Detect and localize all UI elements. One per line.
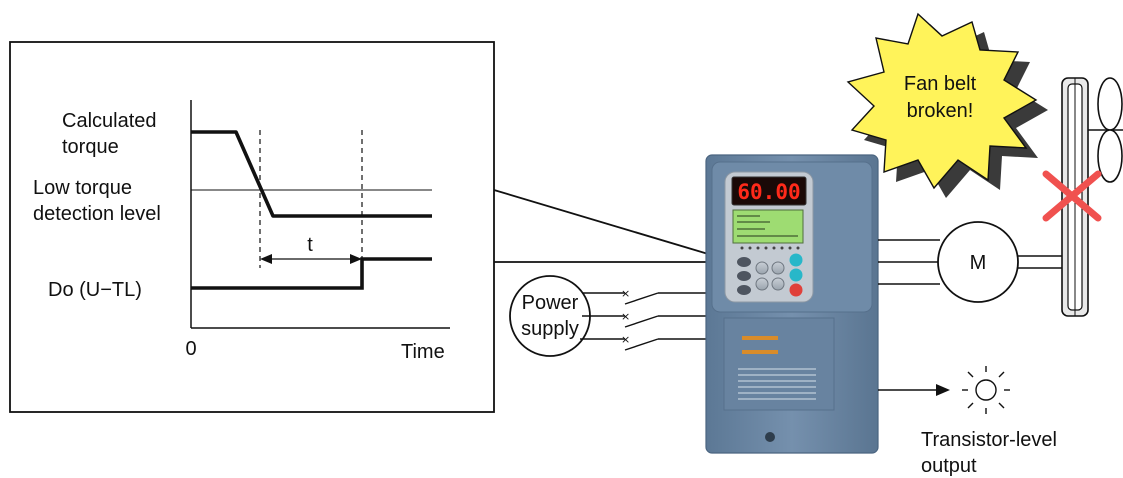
lamp-icon: [962, 366, 1010, 414]
key-down: [755, 277, 769, 291]
svg-text:×: ×: [621, 310, 630, 323]
key-rev: [789, 268, 803, 282]
graph-frame: [9, 41, 495, 413]
graph-connector: [493, 189, 736, 263]
output-label-1: Transistor-level: [921, 429, 1057, 451]
key-up: [755, 261, 769, 275]
power-supply: Power supply × × ×: [509, 275, 706, 357]
connector-line-upper: [493, 189, 736, 263]
motor-group: M: [878, 221, 1068, 303]
alert-line-1: Fan belt: [904, 73, 977, 95]
indicator-leds: [740, 246, 800, 250]
key-reset: [737, 271, 751, 281]
power-supply-circle: [509, 275, 591, 357]
breaker-lines: [580, 292, 706, 351]
motor-label: M: [970, 252, 987, 274]
power-label-1: Power: [522, 292, 579, 314]
calculated-torque-trace: [191, 130, 432, 218]
svg-text:×: ×: [621, 333, 630, 346]
key-shift: [771, 261, 785, 275]
fan-blade-upper: [1097, 77, 1123, 131]
lcd-screen: [732, 209, 804, 244]
motor-circle: [937, 221, 1019, 303]
front-panel-warning-2: [742, 350, 778, 354]
broken-cross-icon: [1042, 170, 1102, 222]
fan-assembly: [1042, 77, 1123, 317]
keypad-keys: [737, 253, 803, 297]
do-signal-trace: [191, 257, 432, 290]
output-arrow-head: [936, 384, 950, 396]
front-panel-warning-1: [742, 336, 778, 340]
output-label-2: output: [921, 455, 977, 477]
t-arrow-head-right: [350, 254, 362, 264]
front-panel-text-lines: [738, 368, 816, 400]
led-display: [731, 176, 807, 206]
label-low-torque-1: Low torque: [33, 177, 132, 199]
inverter-unit: 60.00: [705, 154, 879, 454]
timing-graph-panel: Calculated torque Low torque detection l…: [9, 41, 495, 413]
key-data: [771, 277, 785, 291]
fan-blade-lower: [1097, 129, 1123, 183]
alert-burst-shape: [846, 12, 1038, 190]
motor-lines: [878, 239, 940, 285]
key-fwd: [789, 253, 803, 267]
inverter-screw-hole: [765, 432, 775, 442]
label-time: Time: [401, 341, 445, 363]
label-do-signal: Do (U−TL): [48, 279, 142, 301]
inverter-front-panel: [723, 317, 835, 411]
lcd-content: [737, 215, 798, 237]
t-arrow-head-left: [260, 254, 272, 264]
led-display-value: 60.00: [737, 180, 800, 204]
key-stop: [789, 283, 803, 297]
svg-text:×: ×: [621, 287, 630, 300]
alert-line-2: broken!: [907, 100, 974, 122]
key-program: [737, 257, 751, 267]
label-low-torque-2: detection level: [33, 203, 161, 225]
transistor-output: Transistor-level output: [878, 366, 1057, 477]
breaker-marks: × × ×: [621, 287, 630, 346]
label-calculated-2: torque: [62, 136, 119, 158]
label-t: t: [307, 234, 313, 256]
power-label-2: supply: [521, 318, 579, 340]
label-zero: 0: [185, 338, 196, 360]
label-calculated-1: Calculated: [62, 110, 157, 132]
alert-burst: Fan belt broken!: [846, 12, 1048, 198]
key-function: [737, 285, 751, 295]
